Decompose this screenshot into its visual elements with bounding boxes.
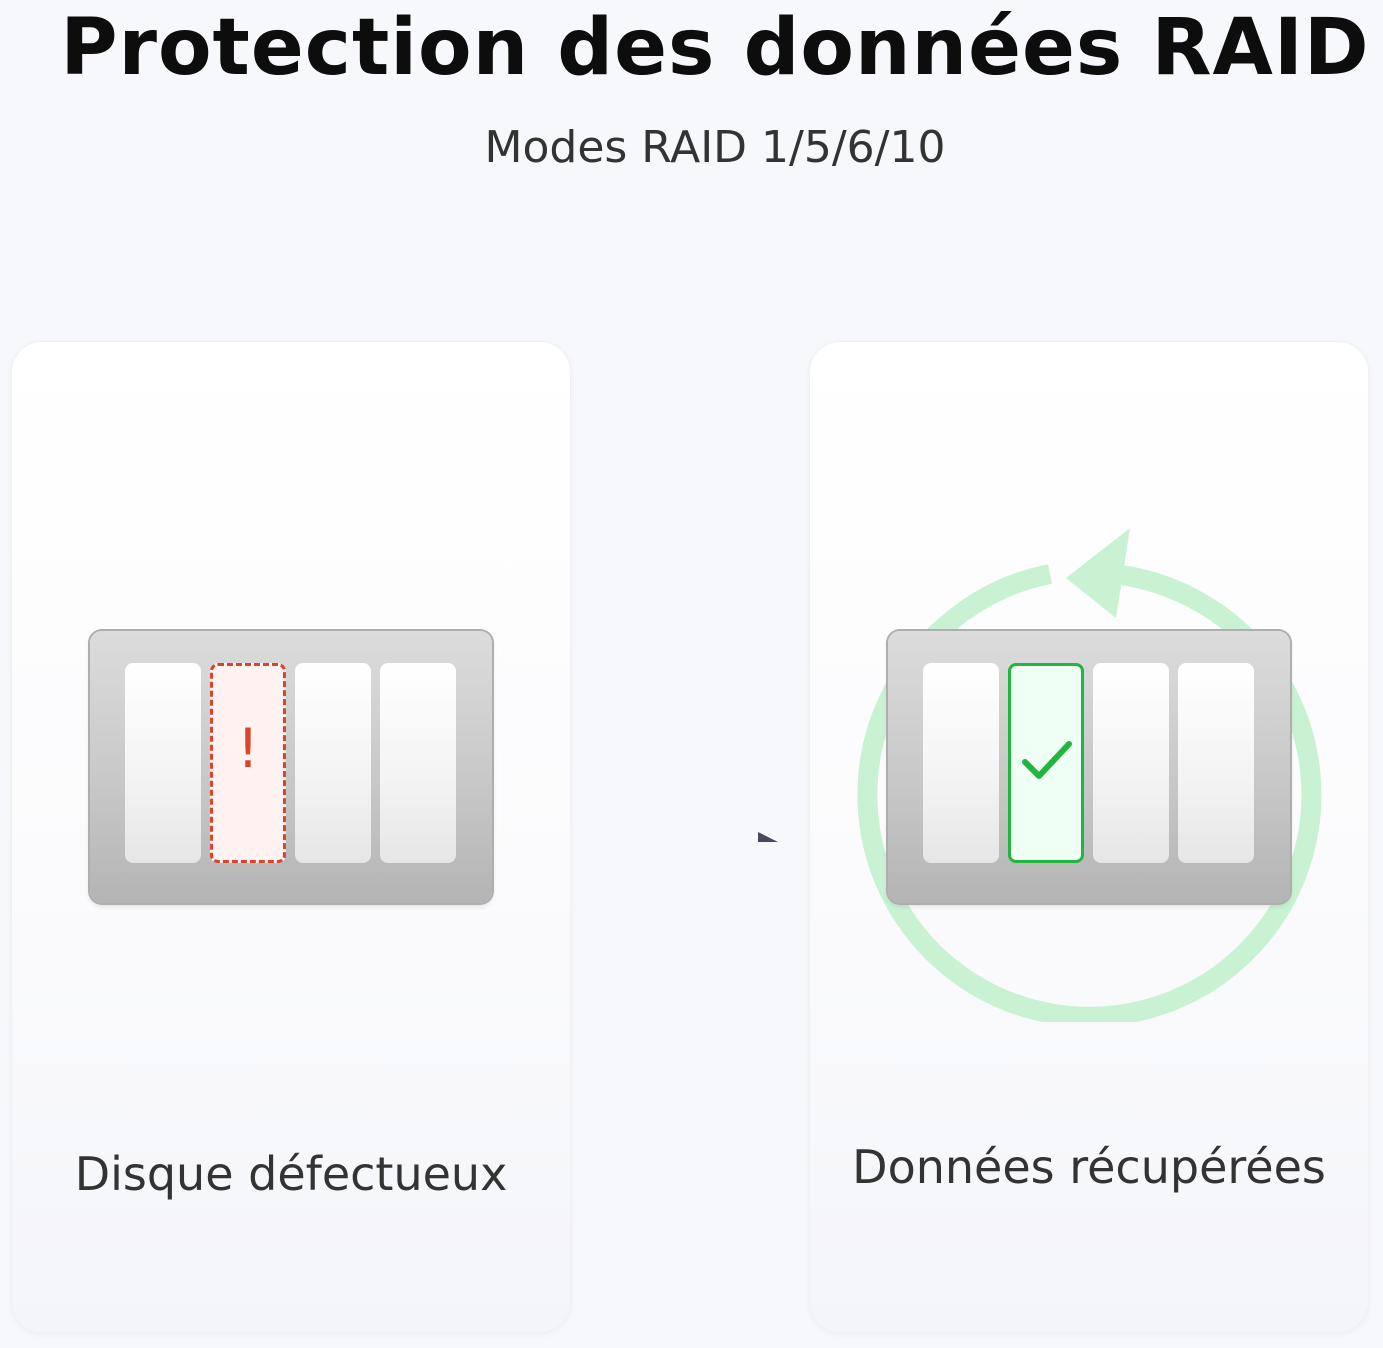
checkmark-icon xyxy=(1022,741,1072,779)
drive-bay-1 xyxy=(923,663,999,863)
exclamation-icon: ! xyxy=(237,717,259,780)
drive-bay-3 xyxy=(1093,663,1169,863)
drive-bay-2-failed: ! xyxy=(210,663,286,863)
page-title: Protection des données RAID xyxy=(60,3,1370,93)
failed-disk-card: ! Disque défectueux xyxy=(12,342,570,1332)
drive-bay-3 xyxy=(295,663,371,863)
failed-disk-label: Disque défectueux xyxy=(74,1147,508,1201)
drive-bay-4 xyxy=(380,663,456,863)
dashed-arrow-icon xyxy=(602,832,778,844)
drive-bay-1 xyxy=(125,663,201,863)
recovered-data-card: Données récupérées xyxy=(810,342,1368,1332)
drive-bay-4 xyxy=(1178,663,1254,863)
nas-enclosure xyxy=(888,631,1290,903)
drive-bay-2-recovered xyxy=(1008,663,1084,863)
nas-enclosure: ! xyxy=(90,631,492,903)
recovered-data-label: Données récupérées xyxy=(852,1140,1326,1194)
page-subtitle: Modes RAID 1/5/6/10 xyxy=(484,122,946,173)
